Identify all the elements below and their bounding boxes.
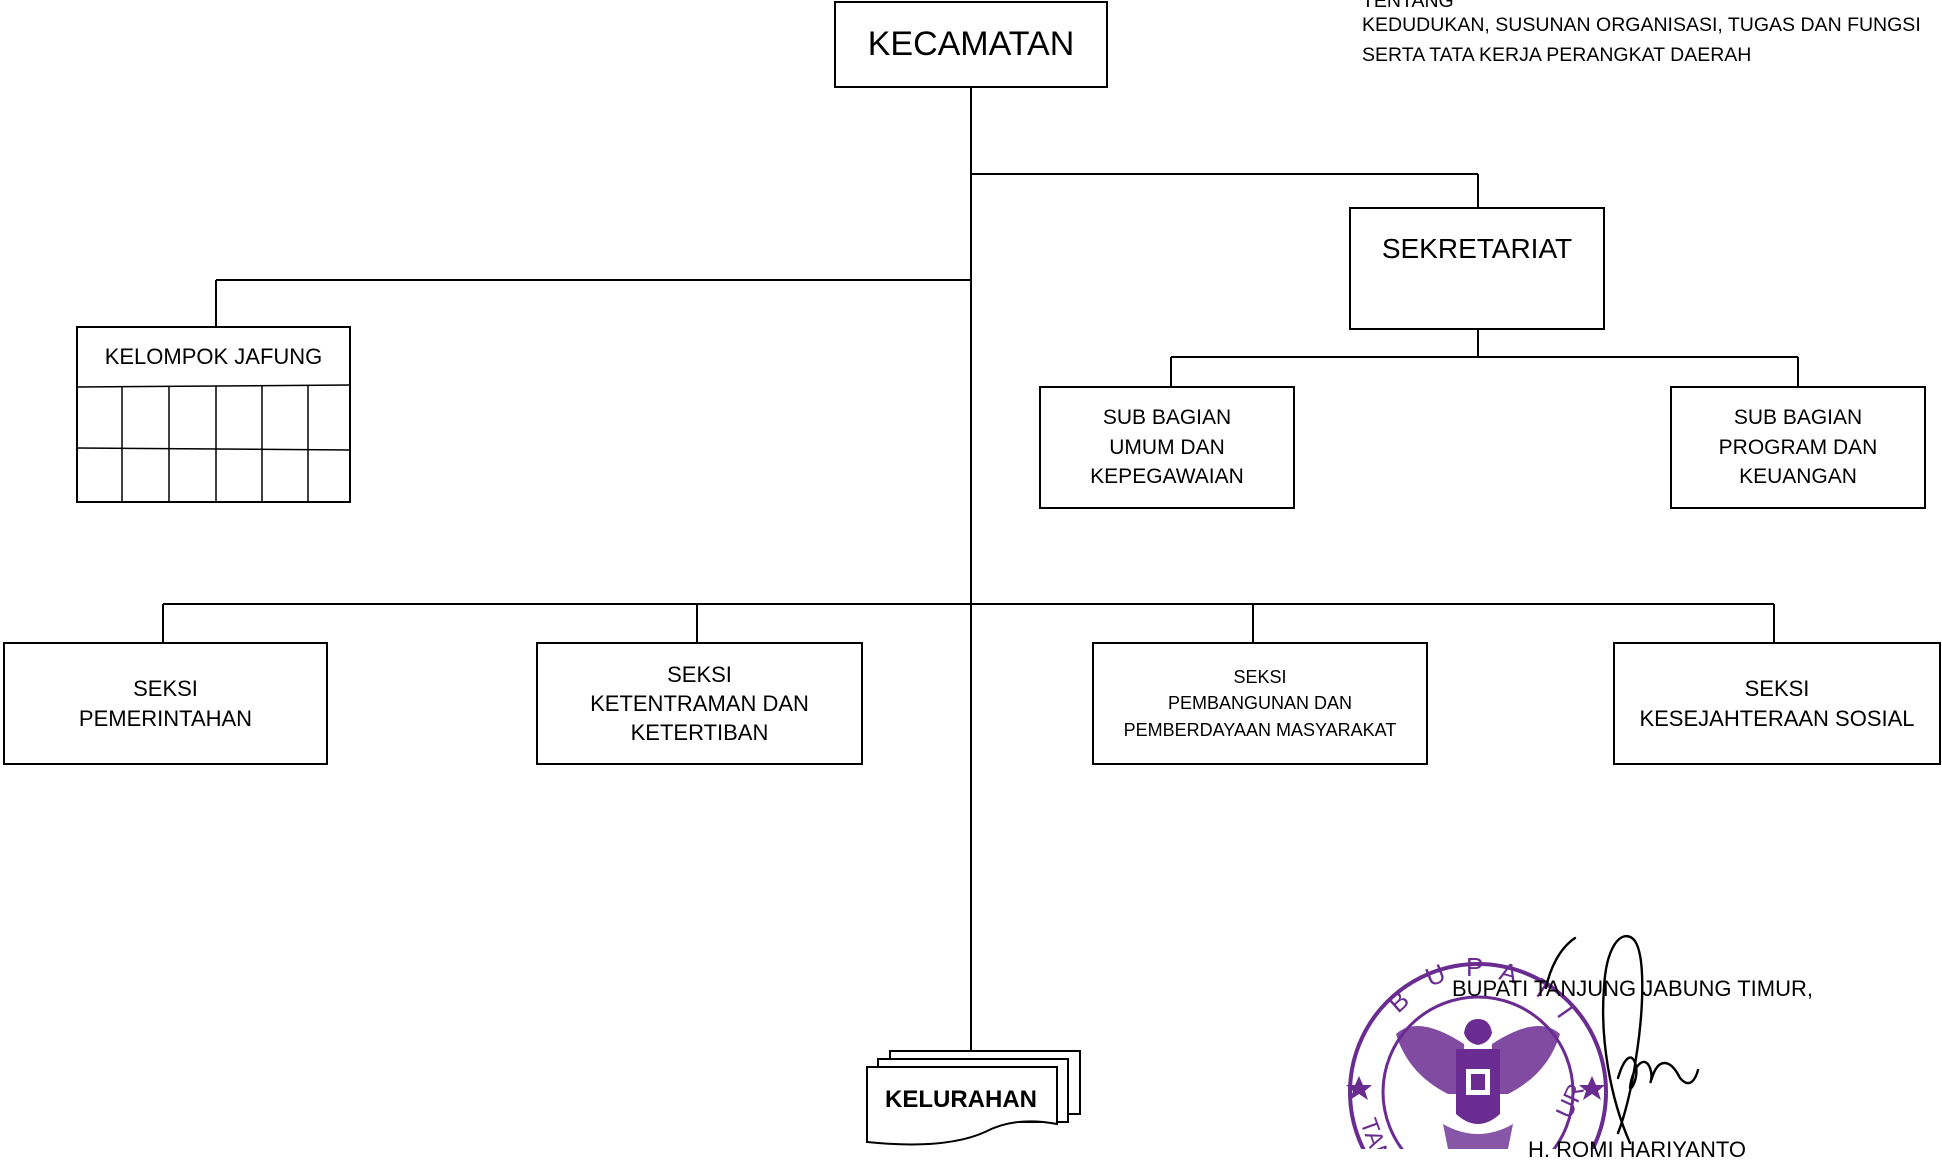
kecamatan-box: KECAMATAN	[834, 1, 1108, 88]
seksi-pemerintahan-box: SEKSI PEMERINTAHAN	[3, 642, 328, 765]
sub-bagian-program-box: SUB BAGIAN PROGRAM DAN KEUANGAN	[1670, 386, 1926, 509]
jafung-grid	[78, 384, 352, 503]
header-line-3: SERTA TATA KERJA PERANGKAT DAERAH	[1362, 44, 1752, 66]
seksi-pembangunan-box: SEKSI PEMBANGUNAN DAN PEMBERDAYAAN MASYA…	[1092, 642, 1428, 765]
kelurahan-label: KELURAHAN	[885, 1086, 1037, 1113]
svg-text:U: U	[1421, 958, 1450, 993]
seksi-kesejahteraan-line-1: SEKSI	[1744, 676, 1810, 702]
seksi-ketentraman-line-3: KETERTIBAN	[630, 720, 769, 746]
kecamatan-label: KECAMATAN	[867, 25, 1075, 64]
svg-text:B: B	[1382, 985, 1415, 1019]
bupati-seal: B U P A T I TAN UR	[1346, 952, 1608, 1149]
sekretariat-label: SEKRETARIAT	[1381, 233, 1573, 265]
sub-umum-line-2: UMUM DAN	[1109, 435, 1225, 459]
garuda-head	[1464, 1019, 1492, 1045]
seksi-ketentraman-line-1: SEKSI	[667, 661, 732, 687]
header-line-tentang: TENTANG	[1362, 0, 1454, 12]
seksi-pembangunan-line-2: PEMBANGUNAN DAN	[1167, 693, 1353, 714]
svg-text:P: P	[1466, 952, 1483, 982]
seksi-kesejahteraan-box: SEKSI KESEJAHTERAAN SOSIAL	[1613, 642, 1941, 765]
sekretariat-box: SEKRETARIAT	[1349, 207, 1605, 330]
seksi-kesejahteraan-line-2: KESEJAHTERAAN SOSIAL	[1639, 705, 1915, 731]
sub-bagian-umum-box: SUB BAGIAN UMUM DAN KEPEGAWAIAN	[1039, 386, 1295, 509]
kelurahan-document-shape	[866, 1050, 1081, 1146]
seksi-ketentraman-line-2: KETENTRAMAN DAN	[590, 690, 809, 716]
header-line-2: KEDUDUKAN, SUSUNAN ORGANISASI, TUGAS DAN…	[1362, 14, 1921, 36]
seksi-pemerintahan-line-1: SEKSI	[133, 676, 198, 702]
signature-name: H. ROMI HARIYANTO	[1528, 1137, 1746, 1162]
kelompok-jafung-box: KELOMPOK JAFUNG	[76, 326, 352, 503]
sub-program-line-1: SUB BAGIAN	[1733, 405, 1863, 429]
sub-program-line-2: PROGRAM DAN	[1718, 435, 1878, 459]
seksi-ketentraman-box: SEKSI KETENTRAMAN DAN KETERTIBAN	[536, 642, 863, 765]
handwritten-signature	[1544, 935, 1700, 1145]
sub-umum-line-3: KEPEGAWAIAN	[1090, 465, 1244, 489]
kelompok-jafung-label: KELOMPOK JAFUNG	[104, 344, 323, 369]
seksi-pemerintahan-line-2: PEMERINTAHAN	[78, 705, 253, 731]
seksi-pembangunan-line-3: PEMBERDAYAAN MASYARAKAT	[1123, 719, 1397, 740]
sub-umum-line-1: SUB BAGIAN	[1102, 405, 1232, 429]
seksi-pembangunan-line-1: SEKSI	[1233, 667, 1287, 688]
sub-program-line-3: KEUANGAN	[1739, 465, 1857, 489]
signature-title: BUPATI TANJUNG JABUNG TIMUR,	[1452, 976, 1813, 1001]
